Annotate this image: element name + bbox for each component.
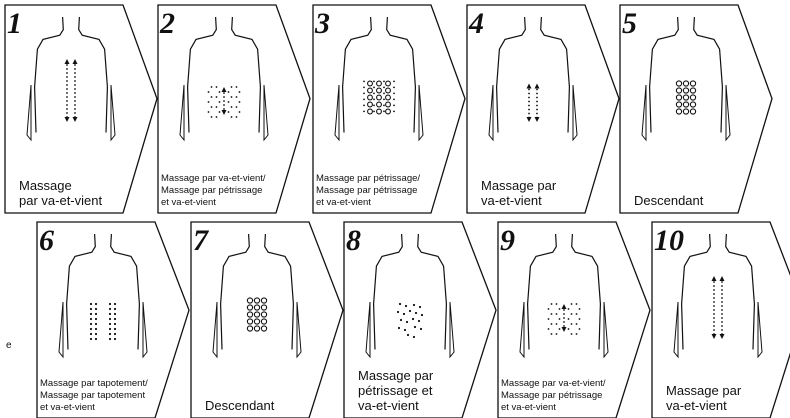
torso-silhouette [528,234,601,350]
step-caption-line: Massage par tapotement/ [40,378,148,389]
step-caption-line: Descendant [205,398,275,413]
step-caption-line: va-et-vient [666,398,727,413]
step-number: 8 [346,224,361,257]
torso-silhouette [374,234,447,350]
stray-letter: e [6,340,12,351]
massage-pattern [712,276,725,339]
massage-pattern [208,86,241,118]
step-number: 2 [159,7,175,40]
step-number: 1 [7,7,22,40]
step-caption-line: va-et-vient [358,398,419,413]
torso-silhouette [343,17,416,133]
step-caption-line: et va-et-vient [40,402,95,413]
step-frame [620,5,772,213]
massage-pattern [397,303,423,338]
step-caption-line: et va-et-vient [161,197,216,208]
massage-pattern [676,81,695,114]
step-number: 4 [468,7,484,40]
step-caption-line: Massage par pétrissage/ [316,173,420,184]
step-caption-line: pétrissage et [358,383,433,398]
torso-silhouette [35,17,108,133]
step-caption-line: Massage [19,178,72,193]
step-number: 7 [193,224,209,257]
step-caption-line: par va-et-vient [19,193,102,208]
step-caption-line: Massage par [358,368,434,383]
massage-pattern [527,84,540,123]
step-number: 10 [654,224,684,257]
step-caption-line: Massage par [666,383,742,398]
step-number: 5 [622,7,637,40]
step-caption-line: Massage par tapotement [40,390,145,401]
massage-pattern [363,81,395,114]
step-caption-line: Massage par pétrissage [316,185,417,196]
step-number: 9 [500,224,515,257]
massage-pattern [65,59,78,122]
torso-silhouette [221,234,294,350]
step-caption-line: Massage par va-et-vient/ [501,378,606,389]
torso-silhouette [188,17,261,133]
torso-silhouette [67,234,140,350]
step-caption-line: Massage par pétrissage [501,390,602,401]
massage-pattern [247,298,266,331]
torso-silhouette [650,17,723,133]
massage-pattern [548,303,581,335]
step-number: 3 [314,7,330,40]
step-caption-line: et va-et-vient [501,402,556,413]
step-caption-line: va-et-vient [481,193,542,208]
massage-pattern [90,303,116,340]
step-caption-line: et va-et-vient [316,197,371,208]
step-caption-line: Massage par pétrissage [161,185,262,196]
step-number: 6 [39,224,54,257]
step-caption-line: Descendant [634,193,704,208]
step-caption-line: Massage par [481,178,557,193]
torso-silhouette [497,17,570,133]
step-caption-line: Massage par va-et-vient/ [161,173,266,184]
torso-silhouette [682,234,755,350]
